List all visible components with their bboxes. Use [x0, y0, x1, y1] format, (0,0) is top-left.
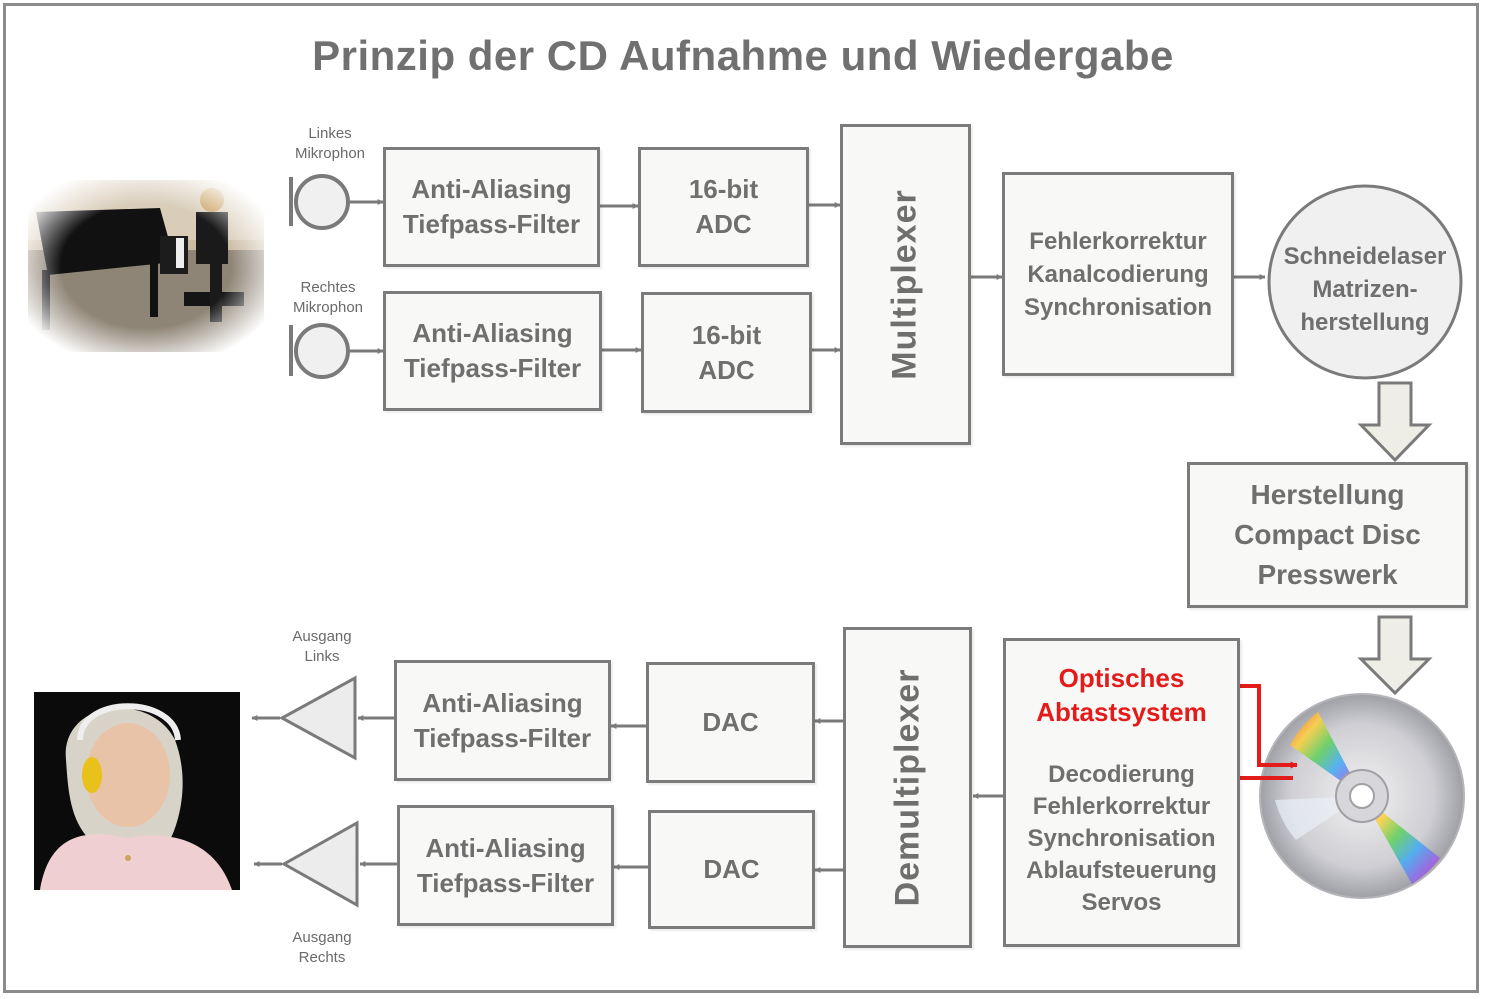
compact-disc-icon: [1259, 693, 1465, 899]
antialiasing-filter-right-box: Anti-Aliasing Tiefpass-Filter: [383, 291, 602, 411]
adc-right-box: 16-bit ADC: [641, 292, 812, 413]
laser-node: [1267, 184, 1463, 380]
dac-left-box: DAC: [646, 662, 815, 783]
antialiasing-filter-out-right-box: Anti-Aliasing Tiefpass-Filter: [397, 805, 614, 926]
block-arrow-down-2: [1357, 615, 1433, 696]
block-arrow-down-1: [1357, 381, 1433, 463]
recording-arrows: [348, 199, 1266, 354]
piano-photo: [28, 180, 264, 352]
out-left-label: Ausgang Links: [292, 628, 352, 665]
antialiasing-filter-left-box: Anti-Aliasing Tiefpass-Filter: [383, 147, 600, 267]
demultiplexer-box: Demultiplexer: [843, 627, 972, 948]
amplifier-left-icon: [278, 675, 357, 761]
multiplexer-box: Multiplexer: [840, 124, 971, 445]
adc-left-box: 16-bit ADC: [638, 147, 809, 267]
decoding-box: Optisches Abtastsystem Decodierung Fehle…: [1003, 638, 1240, 947]
mic-left-icon: [289, 174, 350, 230]
listener-photo: [34, 692, 240, 890]
page-title: Prinzip der CD Aufnahme und Wiedergabe: [312, 32, 1174, 79]
amplifier-right-icon: [280, 820, 359, 908]
mic-left-label: Linkes Mikrophon: [294, 125, 366, 162]
laser-text: Schneidelaser Matrizen- herstellung: [1283, 243, 1447, 336]
diagram-frame: [3, 3, 1479, 993]
pressing-box: Herstellung Compact Disc Presswerk: [1187, 462, 1468, 608]
mic-right-label: Rechtes Mikrophon: [292, 279, 364, 316]
mic-right-icon: [289, 323, 350, 379]
dac-right-box: DAC: [648, 810, 815, 929]
antialiasing-filter-out-left-box: Anti-Aliasing Tiefpass-Filter: [394, 660, 611, 781]
out-right-label: Ausgang Rechts: [292, 929, 352, 966]
coding-box: Fehlerkorrektur Kanalcodierung Synchroni…: [1002, 172, 1234, 376]
playback-arrows: [251, 715, 1014, 873]
